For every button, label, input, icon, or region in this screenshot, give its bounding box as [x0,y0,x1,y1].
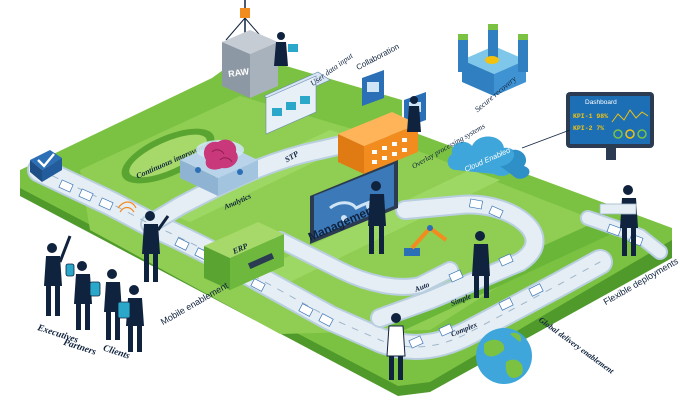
raw-label: RAW [228,66,251,79]
person-partner-2 [126,285,144,352]
erp-block: ERP [204,222,284,290]
people [44,32,638,380]
person-executive [44,235,72,316]
person-collab [407,96,421,132]
collaboration-label: Collaboration [355,42,401,72]
global-delivery-label: Global delivery enablement [537,315,616,376]
raw-data-crate: RAW [222,0,278,98]
person-deployment [599,185,638,256]
cloud-enabled: Cloud Enabled [447,129,571,179]
person-scientist [386,313,406,380]
kpi2-label: KPI-2 7% [573,125,604,132]
brain-icon [203,139,238,170]
person-client [74,261,92,330]
person-partner [104,269,122,340]
cloud-icon [447,136,518,176]
checkmark-icon [37,153,55,168]
person-management [368,181,386,254]
secure-recovery: Secure recovery [458,24,528,114]
clients-label: Clients [102,344,131,362]
person-mobile [142,211,170,282]
kpi1-label: KPI-1 98% [573,113,608,120]
castle-icon [458,24,528,96]
globe-icon [476,328,532,384]
dashboard-title: Dashboard [585,99,617,106]
mobile-devices [65,201,137,319]
checkmark-box [30,150,62,182]
dashboard-panel: Dashboard KPI-1 98% KPI-2 7% [566,92,654,160]
robot-arm [404,225,448,256]
partners-label: Partners [62,338,98,358]
person-operator [472,231,490,298]
person-crane [274,32,298,66]
